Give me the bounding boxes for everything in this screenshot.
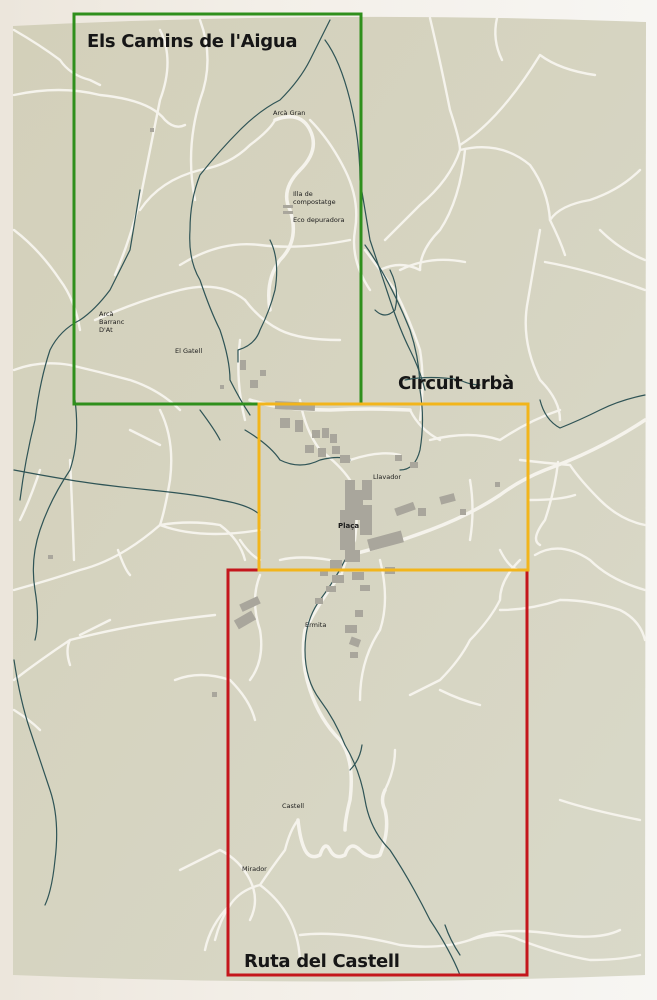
buildings bbox=[48, 128, 500, 697]
place-label-ermita: Ermita bbox=[305, 621, 327, 629]
place-label-eco-depuradora: Eco depuradora bbox=[293, 216, 345, 224]
route-title-aigua[interactable]: Els Camins de l'Aigua bbox=[87, 31, 298, 52]
place-label-arca-gran: Arcà Gran bbox=[273, 109, 306, 117]
place-label-mirador: Mirador bbox=[242, 865, 267, 873]
map-area bbox=[13, 16, 646, 982]
place-label-llavador: Llavador bbox=[373, 473, 402, 481]
route-frame-urba bbox=[257, 402, 530, 572]
waterways bbox=[13, 19, 646, 976]
route-title-urba[interactable]: Circuit urbà bbox=[398, 373, 514, 394]
roads bbox=[12, 16, 647, 967]
place-label-illa-compostatge: Illa de compostatge bbox=[293, 190, 336, 206]
route-title-castell[interactable]: Ruta del Castell bbox=[244, 951, 400, 972]
place-label-arca-barranc-dat: Arcà Barranc D'At bbox=[99, 310, 125, 334]
place-label-el-gatell: El Gatell bbox=[175, 347, 203, 355]
route-frame-aigua bbox=[72, 12, 363, 406]
place-label-castell: Castell bbox=[282, 802, 305, 810]
place-label-placa: Plaça bbox=[338, 522, 360, 530]
